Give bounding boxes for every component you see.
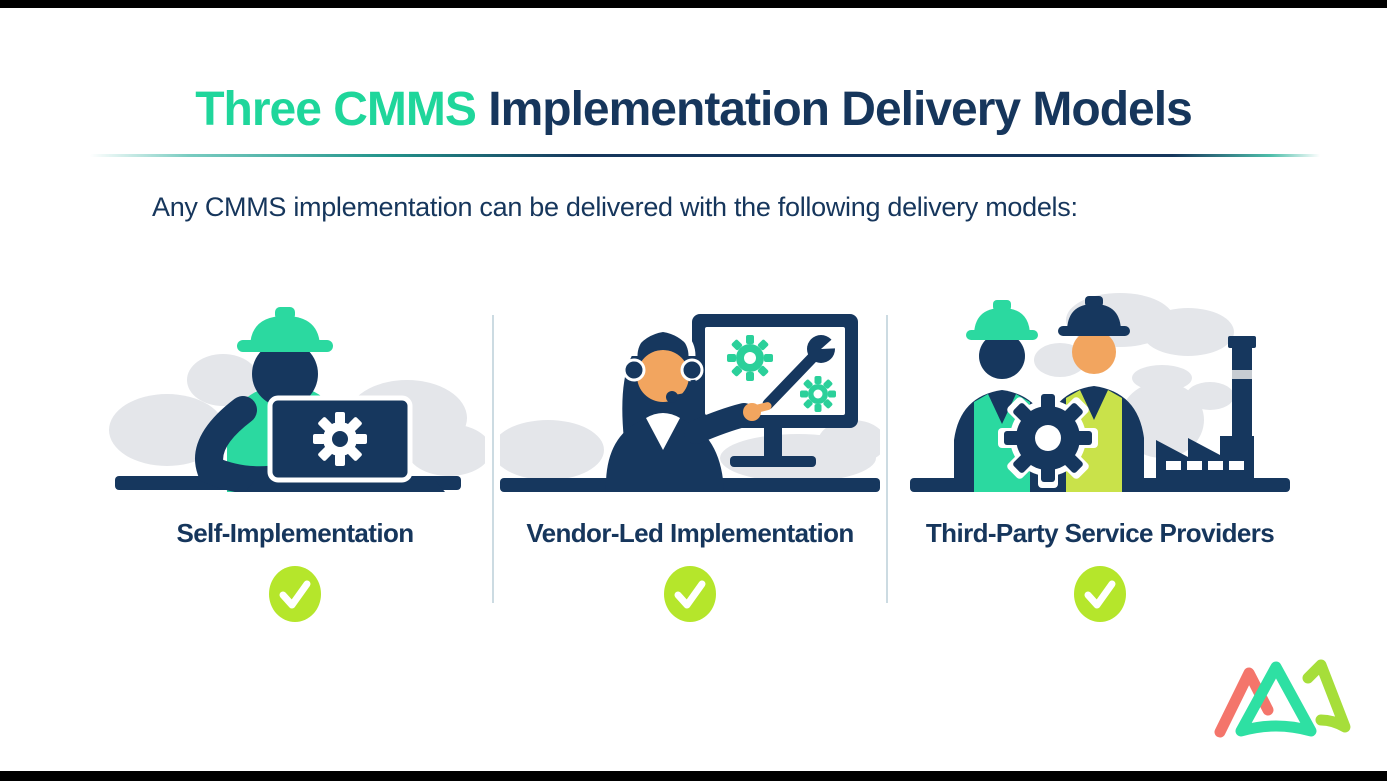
column-divider: [492, 315, 494, 603]
headset-icon: [622, 323, 704, 403]
bottom-letterbox-bar: [0, 771, 1387, 781]
subtitle: Any CMMS implementation can be delivered…: [152, 192, 1078, 222]
model-column-vendor-led: Vendor-Led Implementation: [500, 278, 880, 623]
model-label: Third-Party Service Providers: [925, 518, 1275, 548]
support-agent-monitor-illustration: [500, 314, 880, 492]
factory-icon: [1156, 336, 1256, 480]
check-icon: [664, 566, 716, 622]
model-column-third-party: Third-Party Service Providers: [910, 278, 1290, 623]
triangle-brand-logo: [1214, 659, 1351, 738]
check-icon: [1074, 566, 1126, 622]
wrench-icon: [762, 333, 843, 410]
gear-icon: [727, 335, 773, 381]
column-divider: [886, 315, 888, 603]
gear-icon: [313, 412, 367, 466]
two-workers-gear-factory-illustration: [910, 293, 1290, 492]
model-label: Vendor-Led Implementation: [526, 518, 854, 548]
gear-icon: [998, 388, 1098, 488]
gear-icon: [800, 376, 836, 412]
page-title: Three CMMS Implementation Delivery Model…: [0, 82, 1387, 137]
title-highlight: Three CMMS: [195, 83, 477, 136]
top-letterbox-bar: [0, 0, 1387, 8]
model-label: Self-Implementation: [176, 518, 414, 548]
title-underline-rule: [90, 154, 1320, 157]
check-icon: [269, 566, 321, 622]
title-rest: Implementation Delivery Models: [475, 83, 1193, 136]
worker-laptop-gear-illustration: [109, 307, 485, 492]
model-column-self-implementation: Self-Implementation: [105, 278, 485, 623]
